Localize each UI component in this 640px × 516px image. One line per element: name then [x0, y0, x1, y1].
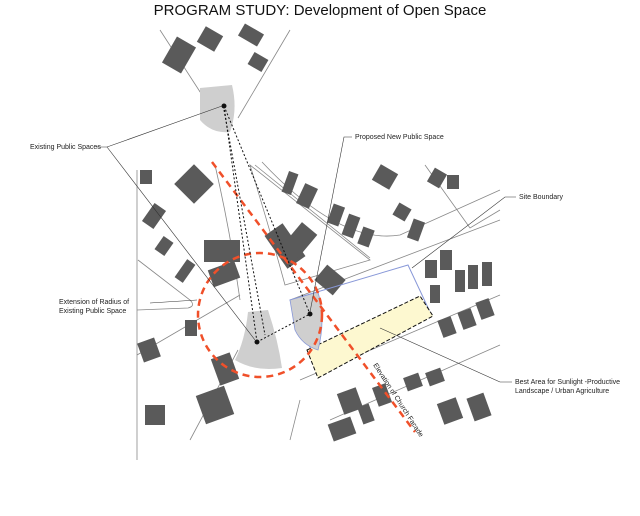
best-area-sunlight — [306, 295, 434, 379]
label-best-area-1: Best Area for Sunlight -Productive — [515, 379, 620, 386]
node-bottom — [254, 339, 260, 345]
label-extension-radius-1: Extension of Radius of — [59, 299, 129, 306]
label-existing-public-spaces: Existing Public Spaces — [30, 144, 101, 151]
label-best-area-2: Landscape / Urban Agriculture — [515, 388, 609, 395]
existing-public-space-bottom — [235, 310, 282, 369]
page-title: PROGRAM STUDY: Development of Open Space — [153, 2, 487, 19]
label-site-boundary: Site Boundary — [519, 194, 563, 201]
church-facade-axis — [211, 161, 416, 433]
node-top — [221, 103, 227, 109]
existing-public-space-top — [200, 85, 235, 133]
buildings — [137, 23, 495, 442]
roads — [136, 29, 501, 460]
label-extension-radius-2: Existing Public Space — [59, 308, 126, 315]
radius-extension-circle — [196, 251, 324, 379]
label-proposed-new-public-space: Proposed New Public Space — [355, 134, 444, 141]
leader-lines — [96, 105, 516, 383]
node-proposed — [307, 311, 313, 317]
connection-lines — [223, 105, 311, 343]
